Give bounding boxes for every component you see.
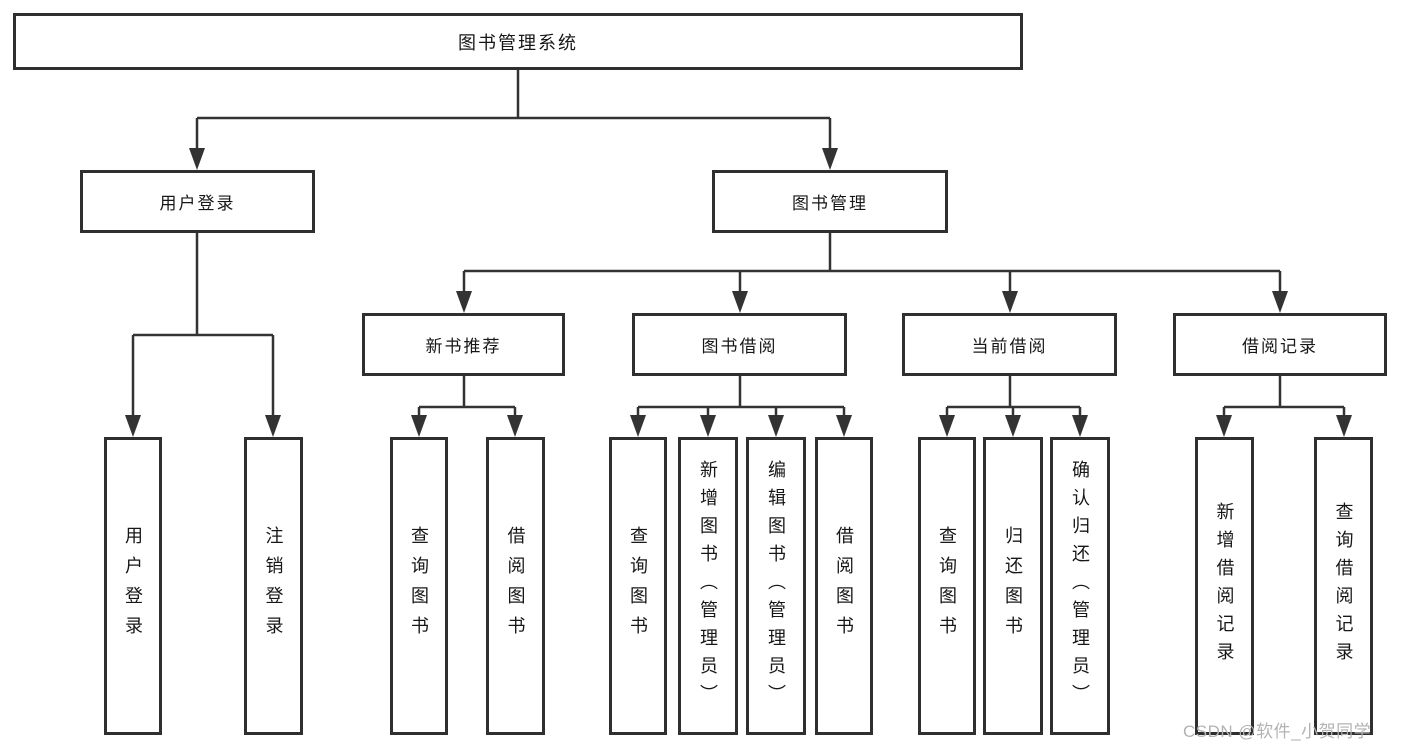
leaf-query-borrow-record: 查询借阅记录 [1314,437,1373,735]
node-library-management-system: 图书管理系统 [13,13,1023,70]
leaf-borrow-books: 借阅图书 [815,437,873,735]
leaf-borrow-books-recommend: 借阅图书 [486,437,545,735]
leaf-query-books-recommend: 查询图书 [390,437,448,735]
arrowheads [125,148,1352,437]
leaf-return-books: 归还图书 [983,437,1043,735]
leaf-user-login: 用户登录 [104,437,162,735]
leaf-query-books-borrow: 查询图书 [609,437,667,735]
leaf-edit-books-admin: 编辑图书（管理员） [746,437,806,735]
node-book-management: 图书管理 [712,170,948,233]
leaf-confirm-return-admin: 确认归还（管理员） [1050,437,1110,735]
csdn-watermark: CSDN @软件_小贺同学 [1183,722,1372,741]
leaf-add-borrow-record: 新增借阅记录 [1195,437,1254,735]
leaf-logout: 注销登录 [244,437,303,735]
node-book-borrowing: 图书借阅 [632,313,847,376]
node-current-borrowing: 当前借阅 [902,313,1117,376]
leaf-add-books-admin: 新增图书（管理员） [678,437,738,735]
node-borrowing-records: 借阅记录 [1173,313,1387,376]
node-user-login: 用户登录 [80,170,315,233]
node-new-book-recommend: 新书推荐 [362,313,565,376]
leaf-query-books-current: 查询图书 [918,437,976,735]
